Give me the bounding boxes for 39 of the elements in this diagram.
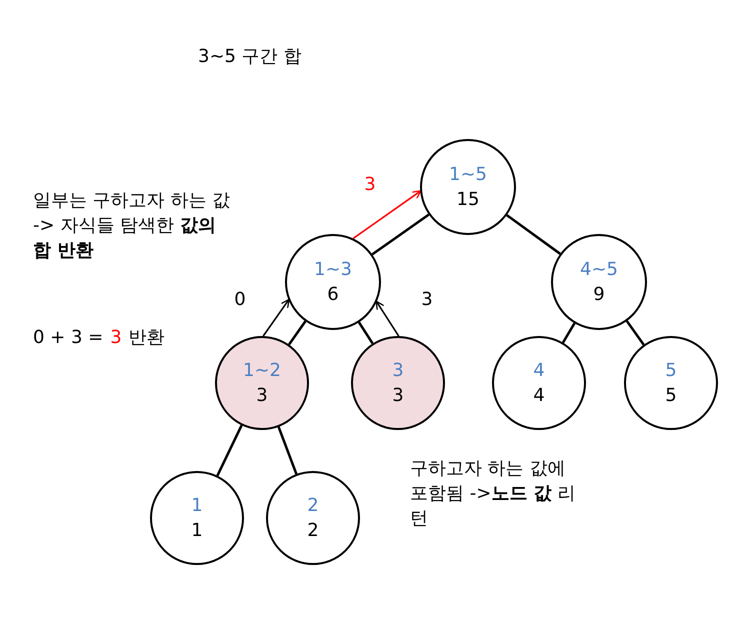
tree-edge	[372, 214, 430, 256]
range-label: 2	[307, 494, 319, 518]
node-value: 3	[392, 384, 404, 408]
node-value: 3	[256, 384, 268, 408]
range-label: 1	[191, 494, 203, 518]
arrow	[352, 190, 422, 240]
arrow	[376, 300, 400, 336]
range-label: 1~2	[243, 359, 281, 383]
edge-label: 3	[420, 288, 434, 312]
tree-edge	[288, 320, 306, 346]
range-label: 1~3	[314, 258, 352, 282]
diagram-title: 3~5 구간 합	[198, 45, 302, 69]
note-text: 반환	[128, 326, 165, 350]
range-label: 4	[533, 359, 545, 383]
tree-edge	[626, 320, 645, 346]
node-value: 1	[191, 519, 203, 543]
node-value: 2	[307, 519, 319, 543]
edge-label: 0	[233, 288, 247, 312]
note-text: 구하고자 하는 값에 포함됨 ->노드 값 리턴	[410, 457, 576, 531]
tree-edge	[562, 322, 576, 344]
node-value: 6	[327, 283, 339, 307]
node-value: 5	[665, 384, 677, 408]
range-label: 3	[392, 359, 404, 383]
range-label: 5	[665, 359, 677, 383]
tree-edge	[506, 214, 561, 255]
tree-edge	[216, 424, 243, 476]
node-value: 15	[456, 188, 480, 212]
node-value: 4	[533, 384, 545, 408]
tree-node-circle	[285, 234, 381, 330]
arrow	[262, 298, 290, 336]
edge-label: 3	[363, 173, 377, 197]
range-label: 1~5	[449, 163, 487, 187]
result-value: 3	[110, 326, 122, 350]
node-value: 9	[593, 283, 605, 307]
note-text: 일부는 구하고자 하는 값 -> 자식들 탐색한 값의 합 반환	[33, 189, 232, 263]
equation-text: 0 + 3 =	[33, 326, 104, 350]
range-label: 4~5	[580, 258, 618, 282]
tree-edge	[358, 322, 374, 344]
tree-edge	[277, 426, 298, 474]
